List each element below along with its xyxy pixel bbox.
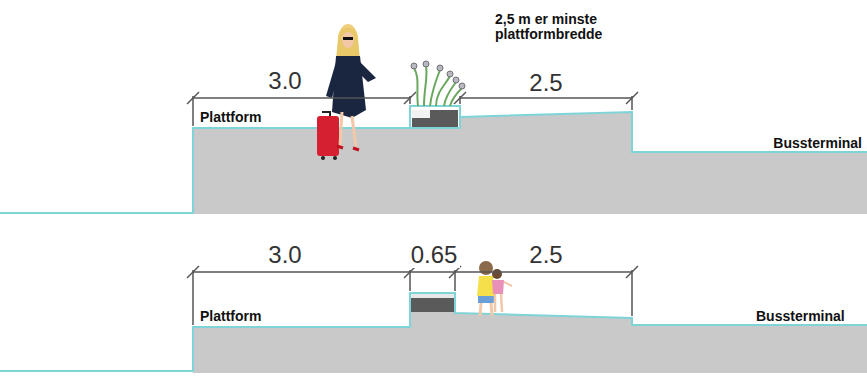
dimension: 3.0 — [265, 68, 304, 94]
dimension: 0.65 — [408, 242, 461, 268]
note-text: 2,5 m er minste plattformbredde — [495, 12, 665, 43]
dimension: 2.5 — [526, 242, 565, 268]
area-label: Bussterminal — [756, 309, 845, 324]
woman-figure — [317, 24, 376, 160]
area-label: Plattform — [200, 110, 261, 125]
dimension: 2.5 — [526, 70, 565, 96]
dimension: 3.0 — [265, 242, 304, 268]
children-figure — [477, 261, 512, 316]
area-label: Bussterminal — [773, 136, 862, 151]
area-label: Plattform — [200, 309, 261, 324]
